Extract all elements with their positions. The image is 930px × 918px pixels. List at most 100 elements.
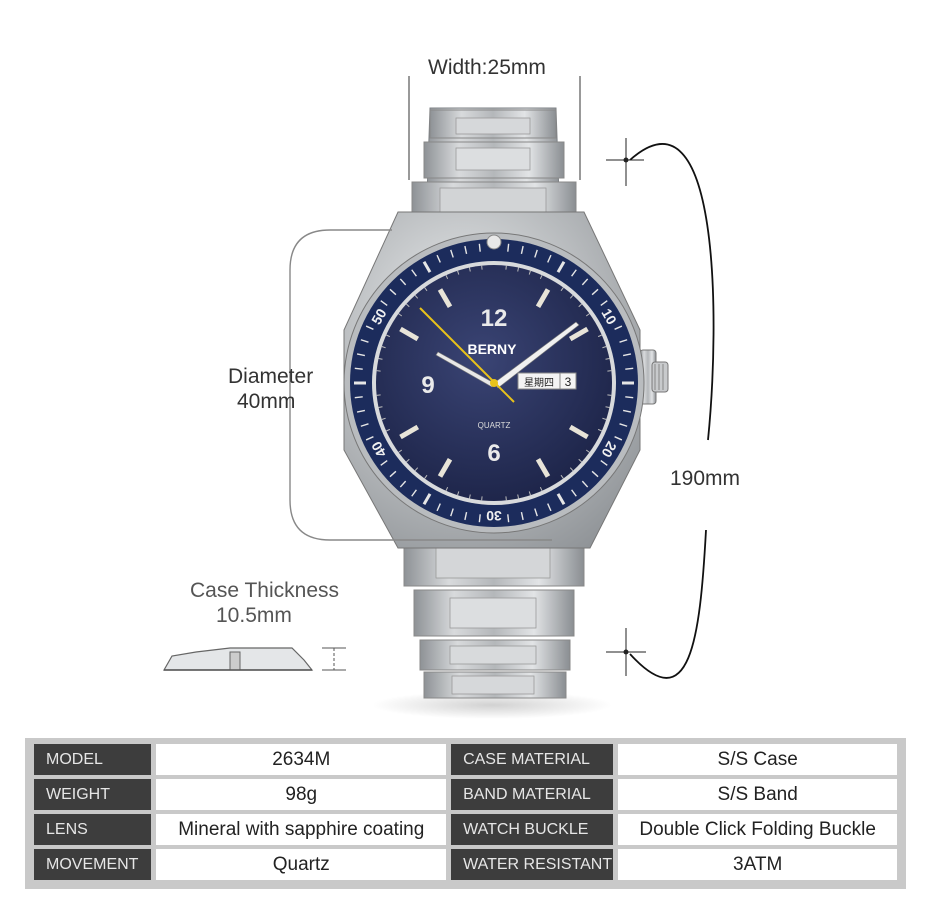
length-label: 190mm [670,467,741,490]
bezel-tick [622,409,632,413]
movement-text: QUARTZ [478,421,511,430]
spec-label: WATCH BUCKLE [451,814,614,845]
minute-tick [605,406,610,409]
numeral-9: 9 [421,372,434,399]
minute-tick [381,346,386,349]
bezel-tick [411,489,417,497]
minute-tick [517,267,520,272]
hour-marker [535,288,551,309]
minute-tick [602,346,607,349]
minute-tick [414,467,419,472]
bezel-tick [354,367,363,370]
bezel-tick [591,288,599,296]
minute-tick [468,494,471,499]
crosshair-bottom [606,628,646,676]
bezel-tick [600,300,608,306]
numeral-12: 12 [481,305,508,332]
diameter-bracket [289,229,552,541]
minute-tick [528,491,531,496]
minute-tick [424,287,428,292]
bezel-pip [486,234,502,250]
bezel-tick [625,367,634,370]
bezel-tick [614,325,623,330]
bezel-tick [464,245,468,255]
hour-markers [376,265,612,501]
hour-marker [535,457,551,478]
bezel-number: 50 [368,306,390,328]
bezel-tick [591,470,599,478]
spec-row: MOVEMENT Quartz WATER RESISTANT 3ATM [34,849,897,880]
crosshair-top [606,138,644,186]
minute-tick [569,467,574,472]
spec-value: 3ATM [618,849,897,880]
center-pin [490,379,498,387]
minute-tick [414,294,419,299]
minute-tick [381,417,386,420]
bezel-number: 20 [598,439,620,461]
minute-tick [398,313,403,317]
bezel-tick [436,254,441,263]
minute-tick [585,313,590,317]
hour-marker [568,424,589,440]
spec-label: BAND MATERIAL [451,779,614,810]
bezel-tick [556,261,566,273]
bezel-tick [365,436,374,441]
spec-value: 98g [156,779,447,810]
minute-tick [378,357,383,360]
minute-tick [578,303,583,308]
diameter-label-line2: 40mm [237,390,296,414]
hour-marker [568,326,589,342]
minute-tick [528,270,531,275]
bezel-tick [356,353,366,357]
spec-label: WATER RESISTANT [451,849,614,880]
bezel-tick [600,460,608,466]
watch-hands [419,307,580,403]
bezel-tick [520,245,524,255]
minute-tick [517,494,520,499]
bezel-tick [450,508,454,517]
spec-table: MODEL 2634M CASE MATERIAL S/S Case WEIGH… [25,738,906,889]
length-arc-top [629,143,715,441]
hour-marker [399,424,420,440]
upper-bracelet [411,107,577,226]
bezel-tick [614,436,623,441]
minute-tick [445,486,449,492]
spec-value: Quartz [156,849,447,880]
width-label: Width:25mm [428,56,546,79]
minute-tick [457,270,460,275]
bezel-tick [360,423,369,427]
case-profile [162,647,346,671]
minute-tick [468,267,471,272]
bezel-tick [436,503,441,512]
bezel-tick [478,243,481,252]
minute-tick [385,334,391,338]
bezel-tick [507,243,510,252]
bezel-tick [354,396,363,399]
spec-label: CASE MATERIAL [451,744,614,775]
minute-tick [405,303,410,308]
minute-tick [457,491,460,496]
day-text: 星期四 [524,377,554,389]
bezel-tick [365,325,374,330]
bezel-tick [389,470,397,478]
bezel-tick [464,511,468,521]
bezel-tick [556,493,566,505]
thickness-label-line1: Case Thickness [190,579,340,602]
bezel-tick [450,249,454,258]
spec-label: LENS [34,814,152,845]
brand-logo: BERNY [467,341,517,357]
bezel-tick [625,396,634,399]
thickness-label: Case Thickness 10.5mm [190,578,339,628]
minute-tick [405,458,410,463]
spec-row: LENS Mineral with sapphire coating WATCH… [34,814,897,845]
hour-marker [437,288,453,309]
bezel-tick [422,261,432,273]
bezel-tick [360,339,369,343]
minute-tick [539,274,543,280]
bezel-tick [534,249,538,258]
minute-tick [602,417,607,420]
date-text: 3 [565,375,572,389]
bezel-tick [356,409,366,413]
